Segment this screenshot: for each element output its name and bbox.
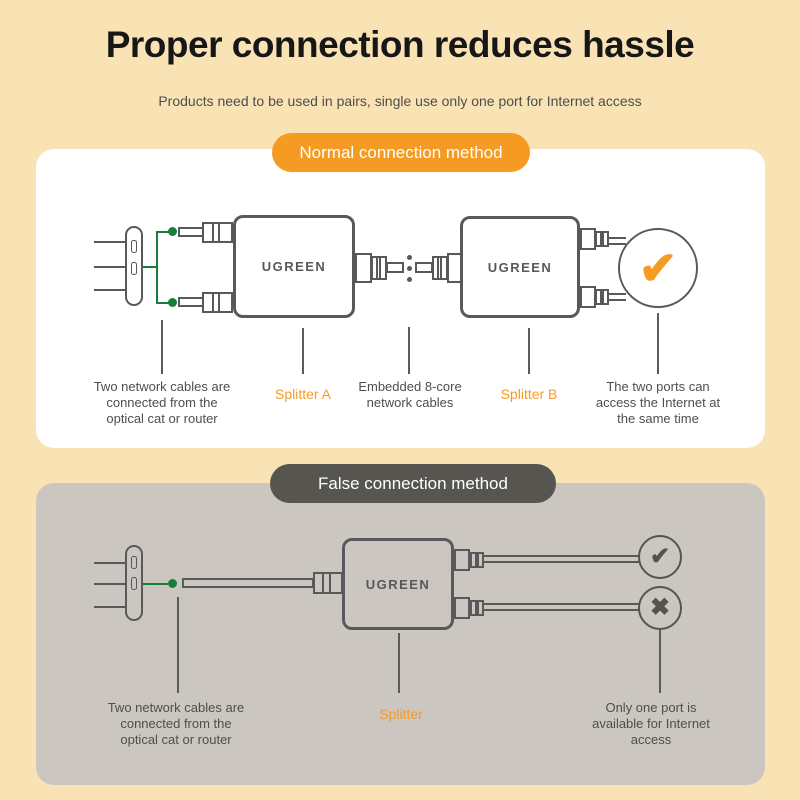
label-embedded-cables: Embedded 8-core network cables — [358, 379, 462, 410]
output-cable-line — [484, 609, 640, 611]
outlet-port-icon — [131, 262, 137, 275]
output-cable-line — [608, 299, 626, 301]
embedded-cable-dot — [407, 266, 412, 271]
rj45-plug-icon — [432, 256, 448, 280]
output-cable-line — [484, 555, 640, 557]
rj45-plug-icon — [202, 222, 233, 243]
outlet-port-icon — [131, 556, 137, 569]
outlet-port-icon — [131, 577, 137, 590]
brand-label: UGREEN — [487, 259, 553, 275]
embedded-cable-dot — [407, 277, 412, 282]
false-method-badge: False connection method — [270, 464, 556, 503]
leader-line — [161, 320, 163, 374]
rj45-cable-icon — [415, 262, 433, 273]
splitter-socket-icon — [355, 253, 372, 283]
leader-line — [528, 328, 530, 374]
rj45-plug-icon — [595, 231, 609, 247]
output-cable-line — [484, 603, 640, 605]
wall-wire-line — [94, 583, 125, 585]
green-cable-line — [143, 583, 168, 585]
output-cable-line — [608, 243, 626, 245]
green-cable-line — [156, 231, 158, 304]
rj45-plug-icon — [595, 289, 609, 305]
splitter-socket-icon — [454, 549, 470, 571]
green-cable-line — [156, 231, 170, 233]
outlet-port-icon — [131, 240, 137, 253]
label-source-cables: Two network cables are connected from th… — [93, 379, 231, 426]
rj45-plug-icon — [470, 552, 484, 568]
rj45-plug-icon — [202, 292, 233, 313]
normal-method-badge: Normal connection method — [272, 133, 530, 172]
rj45-plug-icon — [313, 572, 343, 594]
splitter-device: UGREEN — [342, 538, 454, 630]
rj45-cable-icon — [178, 297, 204, 307]
label-splitter-b: Splitter B — [500, 386, 558, 402]
page-title: Proper connection reduces hassle — [105, 24, 695, 65]
normal-connection-card: UGREEN UGREEN ✔ Two — [36, 149, 765, 448]
wall-outlet-icon — [125, 226, 143, 306]
splitter-socket-icon — [454, 597, 470, 619]
rj45-plug-icon — [371, 256, 387, 280]
embedded-cable-dot — [407, 255, 412, 260]
check-icon: ✔ — [649, 543, 671, 570]
rj45-plug-icon — [470, 600, 484, 616]
wall-wire-line — [94, 241, 125, 243]
page-subtitle: Products need to be used in pairs, singl… — [158, 93, 642, 109]
success-circle: ✔ — [618, 228, 698, 308]
output-cable-line — [484, 561, 640, 563]
green-cable-line — [156, 302, 170, 304]
rj45-cable-icon — [182, 578, 314, 588]
fail-circle: ✖ — [638, 586, 682, 630]
splitter-b-device: UGREEN — [460, 216, 580, 318]
green-cable-dot — [168, 227, 177, 236]
wall-wire-line — [94, 266, 125, 268]
label-result: Only one port is available for Internet … — [592, 700, 710, 747]
label-source-cables: Two network cables are connected from th… — [107, 700, 245, 747]
leader-line — [398, 633, 400, 693]
leader-line — [177, 597, 179, 693]
leader-line — [657, 313, 659, 374]
green-cable-dot — [168, 579, 177, 588]
splitter-a-device: UGREEN — [233, 215, 355, 318]
cross-icon: ✖ — [649, 594, 671, 621]
wall-wire-line — [94, 289, 125, 291]
label-splitter: Splitter — [379, 706, 423, 722]
label-result: The two ports can access the Internet at… — [595, 379, 721, 426]
green-cable-dot — [168, 298, 177, 307]
wall-outlet-icon — [125, 545, 143, 621]
output-cable-line — [608, 293, 626, 295]
label-splitter-a: Splitter A — [274, 386, 332, 402]
rj45-cable-icon — [178, 227, 204, 237]
splitter-socket-icon — [580, 286, 596, 308]
splitter-socket-icon — [580, 228, 596, 250]
brand-label: UGREEN — [365, 576, 431, 592]
leader-line — [408, 327, 410, 374]
check-icon: ✔ — [638, 242, 678, 294]
leader-line — [302, 328, 304, 374]
ok-circle: ✔ — [638, 535, 682, 579]
green-cable-line — [143, 266, 158, 268]
output-cable-line — [608, 237, 626, 239]
wall-wire-line — [94, 562, 125, 564]
brand-label: UGREEN — [261, 259, 327, 274]
leader-line — [659, 630, 661, 693]
false-connection-card: UGREEN ✔ ✖ Two network cables are connec… — [36, 483, 765, 785]
wall-wire-line — [94, 606, 125, 608]
rj45-cable-icon — [386, 262, 404, 273]
